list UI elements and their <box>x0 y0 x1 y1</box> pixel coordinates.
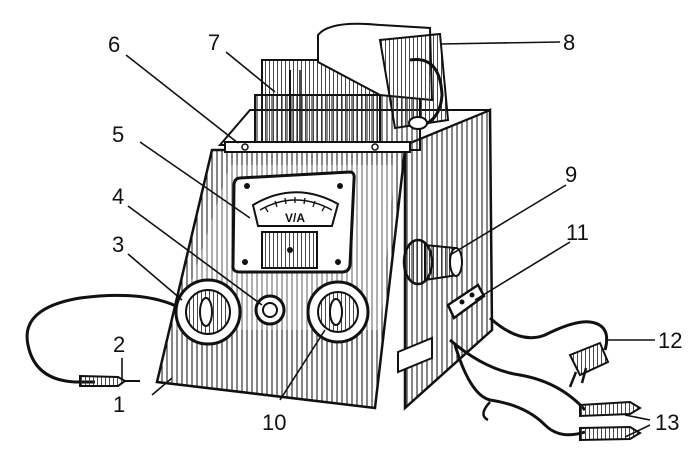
callout-7: 7 <box>208 30 220 55</box>
callout-9: 9 <box>565 162 577 187</box>
callout-12: 12 <box>658 328 682 353</box>
leader-line-10 <box>279 329 326 401</box>
side-nameplate <box>397 336 433 374</box>
fuse-holder <box>446 283 486 320</box>
callout-8: 8 <box>563 30 575 55</box>
leader-line-6 <box>125 54 239 144</box>
test-lead-left <box>25 293 177 387</box>
leader-line-11 <box>474 241 571 301</box>
callout-2: 2 <box>113 332 125 357</box>
leader-line-5 <box>139 141 251 219</box>
callout-5: 5 <box>112 122 124 147</box>
meter-scale-ticks <box>264 197 326 213</box>
leader-line-7 <box>225 51 276 93</box>
side-knob <box>402 238 463 286</box>
callout-6: 6 <box>108 32 120 57</box>
leader-line-4 <box>127 205 263 306</box>
output-leads <box>449 338 642 442</box>
leader-line-9 <box>449 184 567 256</box>
callout-11: 11 <box>566 220 589 245</box>
callout-labels: 1 2 3 4 5 6 7 8 9 10 11 12 13 <box>108 30 682 435</box>
callout-1: 1 <box>113 392 125 417</box>
leader-line-8 <box>439 41 561 45</box>
callout-13: 13 <box>655 410 679 435</box>
meter-unit-label: V/A <box>285 211 305 225</box>
knob-right <box>306 280 370 344</box>
knob-left <box>174 278 242 346</box>
leader-line-1 <box>151 377 173 396</box>
transformer <box>254 22 450 151</box>
leader-line-13a <box>624 414 651 421</box>
callout-3: 3 <box>112 232 124 257</box>
leader-line-3 <box>127 253 183 301</box>
panel-meter: V/A <box>231 170 356 274</box>
leader-line-13b <box>624 424 651 438</box>
mains-cord <box>488 316 610 388</box>
leader-lines <box>121 41 655 438</box>
mounting-bracket <box>224 141 411 153</box>
callout-10: 10 <box>262 410 286 435</box>
indicator-lamp <box>254 294 286 326</box>
callout-4: 4 <box>112 184 124 209</box>
